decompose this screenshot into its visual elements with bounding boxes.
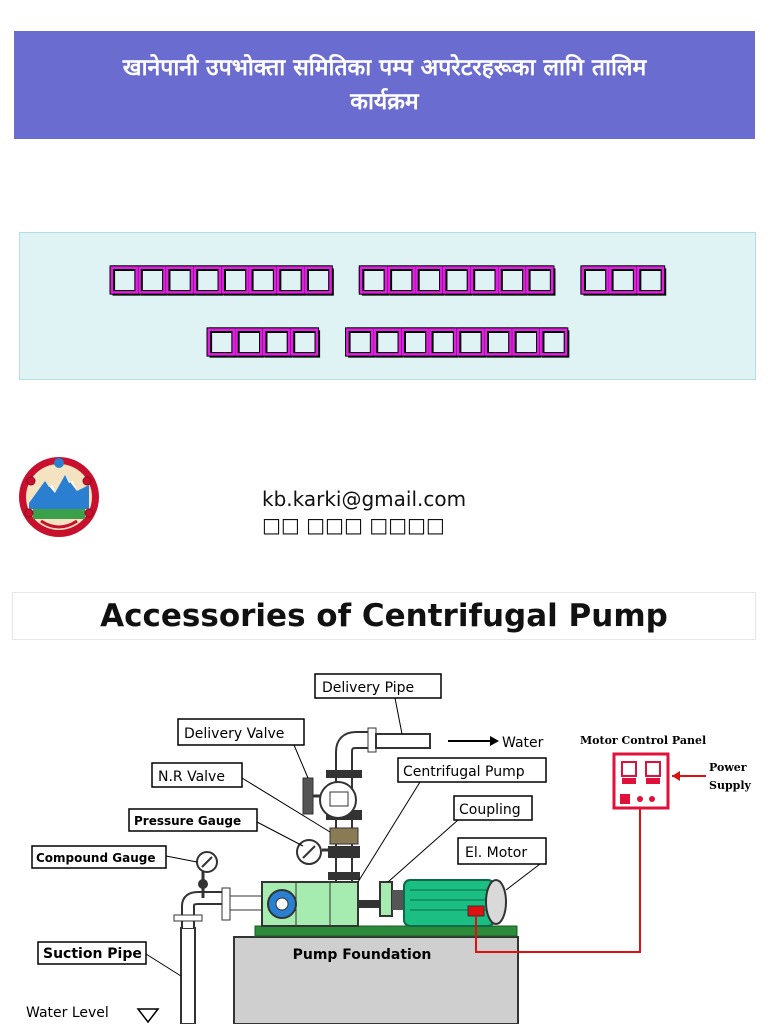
water-level-label: Water Level bbox=[26, 1005, 109, 1021]
title-box: □□□□□□□□ □□□□□□□ □□□ □□□□ □□□□□□□□ bbox=[19, 232, 756, 380]
delivery-valve-label: Delivery Valve bbox=[184, 726, 284, 742]
power-wire bbox=[475, 806, 641, 953]
suction-pipe-label: Suction Pipe bbox=[43, 946, 142, 962]
pump-foundation-label: Pump Foundation bbox=[293, 947, 432, 963]
pressure-gauge-label: Pressure Gauge bbox=[134, 814, 241, 828]
nr-valve-label: N.R Valve bbox=[158, 769, 225, 785]
centrifugal-pump-label: Centrifugal Pump bbox=[403, 764, 525, 780]
delivery-pipe bbox=[375, 733, 431, 749]
water-level-icon bbox=[136, 1008, 160, 1024]
foundation-block bbox=[233, 936, 519, 1024]
contact-block: kb.karki@gmail.com □□ □□□ □□□□ bbox=[262, 486, 466, 538]
el-motor-label: El. Motor bbox=[465, 845, 527, 861]
banner: खानेपानी उपभोक्ता समितिका पम्प अपरेटरहरू… bbox=[14, 31, 755, 139]
foundation-plate bbox=[254, 925, 518, 937]
motor-control-panel-label: Motor Control Panel bbox=[580, 734, 706, 747]
centrifugal-pump-diagram: Pump Foundation Water bbox=[26, 673, 752, 1024]
electric-motor bbox=[403, 879, 495, 927]
delivery-pipe-label: Delivery Pipe bbox=[322, 680, 414, 696]
contact-name: □□ □□□ □□□□ bbox=[262, 513, 445, 537]
water-label: Water bbox=[502, 735, 544, 751]
banner-line-1: खानेपानी उपभोक्ता समितिका पम्प अपरेटरहरू… bbox=[122, 55, 647, 81]
power-label: Power bbox=[709, 761, 747, 774]
supply-label: Supply bbox=[709, 779, 752, 792]
suction-pipe bbox=[180, 927, 196, 1024]
title-line-2: □□□□ □□□□□□□□ bbox=[207, 311, 568, 365]
nepal-emblem-logo bbox=[19, 457, 99, 537]
contact-email: kb.karki@gmail.com bbox=[262, 487, 467, 511]
banner-line-2: कार्यक्रम bbox=[350, 89, 419, 115]
compound-gauge-label: Compound Gauge bbox=[36, 851, 155, 865]
coupling-label: Coupling bbox=[459, 802, 521, 818]
section-heading: Accessories of Centrifugal Pump bbox=[12, 592, 756, 640]
coupling bbox=[379, 881, 393, 917]
title-line-1: □□□□□□□□ □□□□□□□ □□□ bbox=[110, 249, 665, 303]
